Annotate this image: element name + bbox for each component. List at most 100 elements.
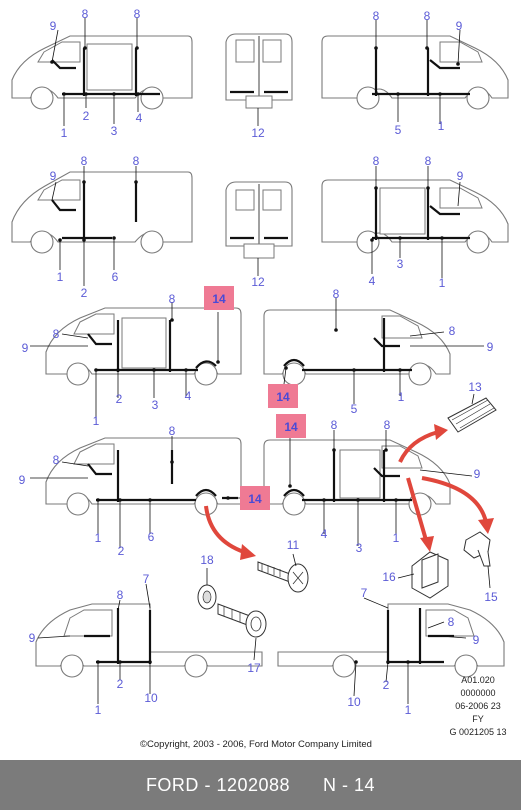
part-13-clip-strip xyxy=(447,397,497,433)
callout-2: 2 xyxy=(81,286,88,300)
callout-1: 1 xyxy=(398,390,405,404)
callout-14: 14 xyxy=(212,292,226,306)
callout-8: 8 xyxy=(133,154,140,168)
van-rear-1 xyxy=(225,33,293,109)
parts-diagram: 14 14 14 14 9 8 8 1 2 3 4 12 8 8 9 5 1 9… xyxy=(11,7,509,750)
fastener-dots xyxy=(50,46,460,664)
van-rear-2 xyxy=(225,181,293,259)
callout-8: 8 xyxy=(169,292,176,306)
callout-8: 8 xyxy=(53,453,60,467)
part-18-washer xyxy=(197,584,217,610)
callout-1: 1 xyxy=(439,276,446,290)
callout-9: 9 xyxy=(457,169,464,183)
callout-9: 9 xyxy=(474,467,481,481)
ref-line-3: 06-2006 23 xyxy=(455,701,501,711)
callout-3: 3 xyxy=(111,124,118,138)
callout-10: 10 xyxy=(144,691,158,705)
van-side-right-2 xyxy=(321,179,509,254)
callout-8: 8 xyxy=(373,9,380,23)
ref-line-5: G 0021205 13 xyxy=(449,727,506,737)
arrows xyxy=(204,424,494,560)
callout-11: 11 xyxy=(287,538,300,552)
callout-5: 5 xyxy=(351,402,358,416)
callout-9: 9 xyxy=(29,631,36,645)
callout-14: 14 xyxy=(276,390,290,404)
callout-9: 9 xyxy=(456,19,463,33)
reference-code-block: A01.020 0000000 06-2006 23 FY G 0021205 … xyxy=(449,675,506,737)
footer-gap xyxy=(290,775,323,796)
part-15-screw xyxy=(463,531,491,567)
footer-separator: - xyxy=(198,774,217,795)
van-extended-left-4 xyxy=(45,437,242,516)
chassis-cab-right xyxy=(277,603,505,678)
callout-14: 14 xyxy=(248,492,262,506)
callout-6: 6 xyxy=(112,270,119,284)
callout-8: 8 xyxy=(373,154,380,168)
callout-labels: 9 8 8 1 2 3 4 12 8 8 9 5 1 9 8 8 1 2 6 1… xyxy=(19,7,498,717)
callout-13: 13 xyxy=(468,380,482,394)
callout-8: 8 xyxy=(449,324,456,338)
van-long-right-3 xyxy=(263,309,451,386)
callout-17: 17 xyxy=(247,661,261,675)
callout-16: 16 xyxy=(382,570,396,584)
callout-3: 3 xyxy=(397,257,404,271)
van-side-right-1 xyxy=(321,35,509,110)
part-11-screw xyxy=(257,561,309,593)
highlight-box-14 xyxy=(204,286,234,310)
ref-line-1: A01.020 xyxy=(461,675,495,685)
callout-8: 8 xyxy=(424,9,431,23)
highlight-box-14 xyxy=(268,384,298,408)
callout-1: 1 xyxy=(93,414,100,428)
callout-8: 8 xyxy=(448,615,455,629)
callout-7: 7 xyxy=(361,586,368,600)
callout-8: 8 xyxy=(333,287,340,301)
callout-3: 3 xyxy=(356,541,363,555)
callout-1: 1 xyxy=(405,703,412,717)
callout-8: 8 xyxy=(425,154,432,168)
highlight-box-14 xyxy=(240,486,270,510)
callout-2: 2 xyxy=(83,109,90,123)
callout-8: 8 xyxy=(169,424,176,438)
callout-9: 9 xyxy=(50,19,57,33)
callout-8: 8 xyxy=(331,418,338,432)
callout-3: 3 xyxy=(152,398,159,412)
footer-brand: FORD xyxy=(145,774,199,795)
footer-bar: FORD - 1202088 N - 14 xyxy=(0,760,521,810)
callout-12: 12 xyxy=(251,126,265,140)
callout-1: 1 xyxy=(95,703,102,717)
callout-1: 1 xyxy=(438,119,445,133)
ref-line-2: 0000000 xyxy=(460,688,495,698)
callout-9: 9 xyxy=(487,340,494,354)
callout-8: 8 xyxy=(82,7,89,21)
callout-2: 2 xyxy=(116,392,123,406)
callout-9: 9 xyxy=(19,473,26,487)
callout-4: 4 xyxy=(321,527,328,541)
callout-18: 18 xyxy=(200,553,214,567)
footer-page: N - 14 xyxy=(323,774,376,795)
leader-lines xyxy=(30,18,491,704)
ref-line-4: FY xyxy=(472,714,484,724)
van-side-left-1 xyxy=(11,35,193,110)
callout-9: 9 xyxy=(473,633,480,647)
callout-2: 2 xyxy=(383,678,390,692)
callout-4: 4 xyxy=(369,274,376,288)
part-16-retainer-clip xyxy=(411,551,449,599)
chassis-cab-left xyxy=(35,603,263,678)
callout-15: 15 xyxy=(484,590,498,604)
callout-8: 8 xyxy=(384,418,391,432)
callout-8: 8 xyxy=(134,7,141,21)
highlight-box-14 xyxy=(276,414,306,438)
callout-7: 7 xyxy=(143,572,150,586)
part-17-push-pin xyxy=(217,603,267,638)
footer-part-number: 1202088 xyxy=(216,774,291,795)
callout-4: 4 xyxy=(185,389,192,403)
callout-8: 8 xyxy=(53,327,60,341)
callout-1: 1 xyxy=(95,531,102,545)
van-side-left-2 xyxy=(11,171,193,254)
callout-14: 14 xyxy=(284,420,298,434)
callout-9: 9 xyxy=(22,341,29,355)
van-long-left-3 xyxy=(45,307,242,386)
copyright-notice: ©Copyright, 2003 - 2006, Ford Motor Comp… xyxy=(140,739,372,750)
callout-1: 1 xyxy=(393,531,400,545)
callout-8: 8 xyxy=(117,588,124,602)
